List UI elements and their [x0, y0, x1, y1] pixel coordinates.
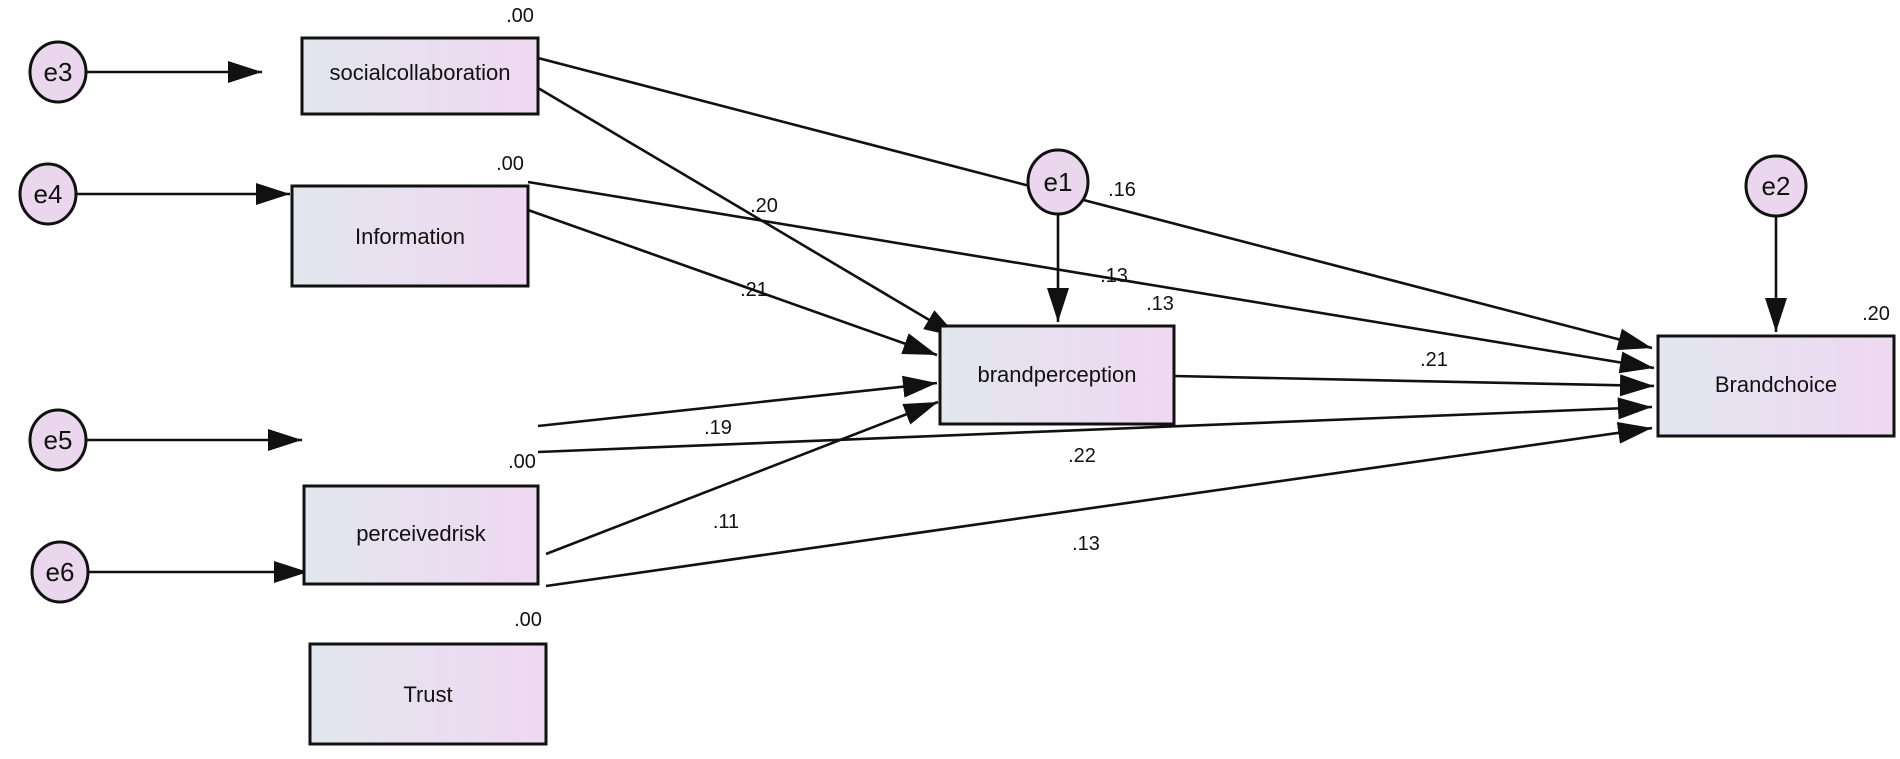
node-trust-label: Trust — [403, 682, 452, 707]
node-choice: Brandchoice .20 — [1656, 303, 1896, 438]
node-social-label: socialcollaboration — [330, 60, 511, 85]
coef-trust-perception: .11 — [713, 511, 739, 533]
node-risk-label: perceivedrisk — [356, 521, 487, 546]
edge-risk-perception — [537, 375, 938, 428]
node-trust: Trust .00 — [308, 609, 548, 746]
node-risk-r2: .00 — [508, 451, 536, 473]
edge-trust-choice — [545, 421, 1653, 588]
edge-trust-perception — [545, 400, 939, 556]
error-e6-label: e6 — [46, 557, 75, 587]
coef-information-perception: .21 — [740, 279, 768, 301]
coef-trust-choice: .13 — [1072, 533, 1100, 555]
node-perception-r2: .13 — [1146, 293, 1174, 315]
edge-risk-choice — [537, 397, 1653, 454]
error-e4: e4 — [18, 162, 78, 226]
node-risk: perceivedrisk .00 — [302, 451, 540, 586]
coef-social-choice: .16 — [1108, 179, 1136, 201]
error-e2: e2 — [1744, 154, 1808, 218]
edge-information-perception — [527, 208, 938, 357]
edge-perception-choice — [1173, 374, 1655, 397]
error-e2-label: e2 — [1762, 171, 1791, 201]
error-e3-label: e3 — [44, 57, 73, 87]
node-social-r2: .00 — [506, 5, 534, 27]
node-trust-r2: .00 — [514, 609, 542, 631]
error-e6: e6 — [30, 540, 90, 604]
error-e3: e3 — [28, 40, 88, 104]
node-perception: brandperception .13 — [938, 293, 1176, 426]
error-e4-label: e4 — [34, 179, 63, 209]
error-e1-label: e1 — [1044, 167, 1073, 197]
node-choice-label: Brandchoice — [1715, 372, 1837, 397]
coef-perception-choice: .21 — [1420, 349, 1448, 371]
node-information: Information .00 — [290, 153, 530, 288]
error-e5: e5 — [28, 408, 88, 472]
edge-social-perception — [537, 86, 959, 339]
error-e1: e1 — [1026, 148, 1090, 216]
node-information-r2: .00 — [496, 153, 524, 175]
node-perception-label: brandperception — [977, 362, 1136, 387]
coef-risk-choice: .22 — [1068, 445, 1096, 467]
node-choice-r2: .20 — [1862, 303, 1890, 325]
coef-social-perception: .20 — [750, 195, 778, 217]
edge-social-choice — [537, 56, 1653, 351]
coef-information-choice: .13 — [1100, 265, 1128, 287]
coef-risk-perception: .19 — [704, 417, 732, 439]
node-information-label: Information — [355, 224, 465, 249]
edge-information-choice — [527, 180, 1655, 374]
error-e5-label: e5 — [44, 425, 73, 455]
node-social: socialcollaboration .00 — [300, 5, 540, 116]
